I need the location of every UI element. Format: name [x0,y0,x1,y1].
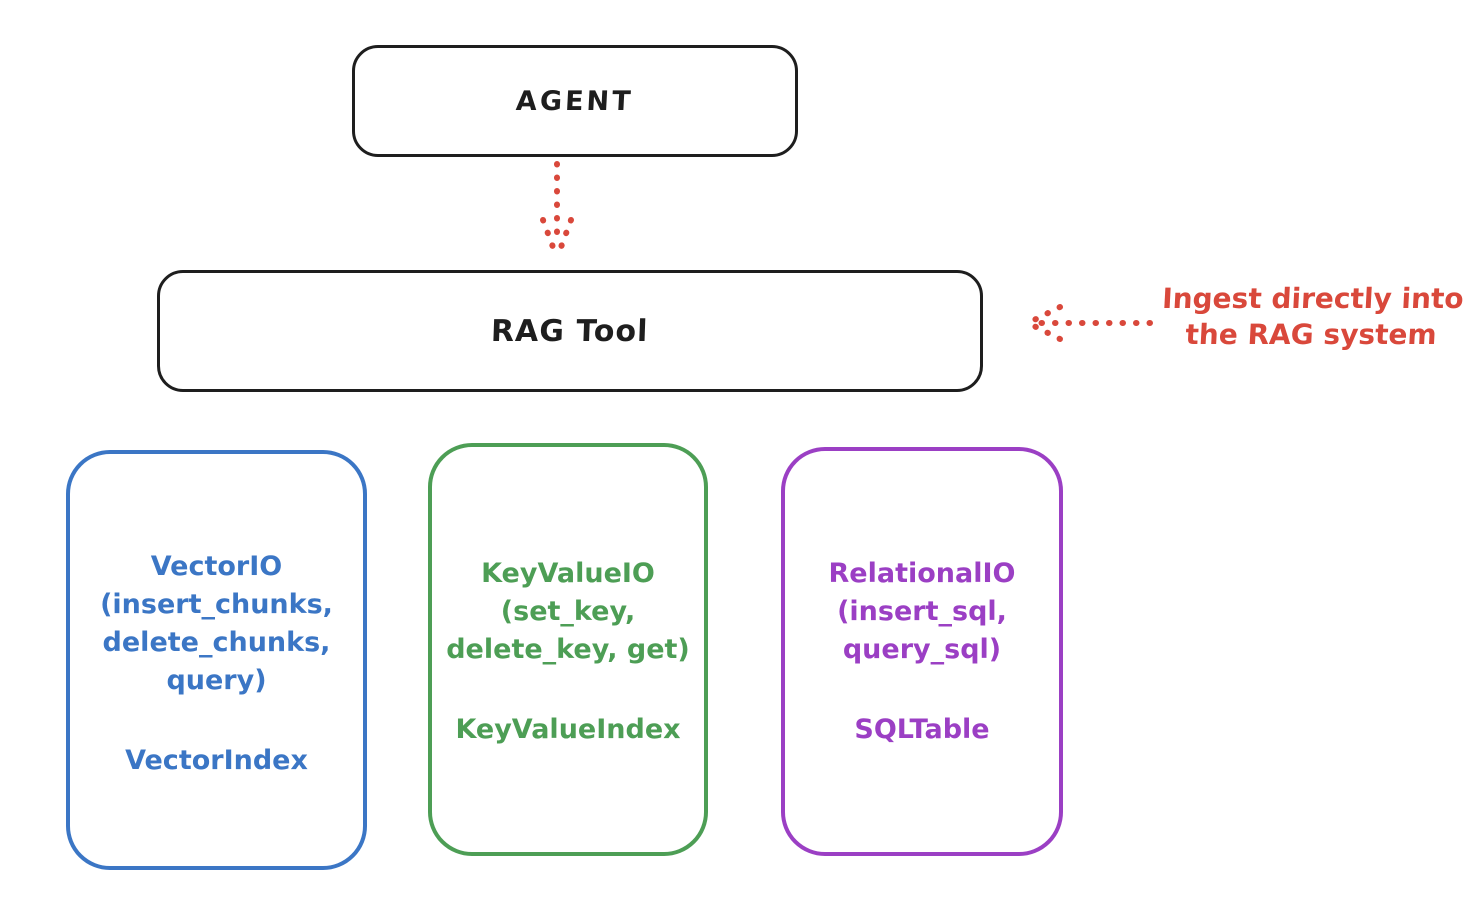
ingest-annotation: Ingest directly into the RAG system [1138,281,1484,353]
key-value-io-line: (set_key, [500,596,636,627]
key-value-io-line: KeyValueIO [481,558,655,589]
arrow-down-icon [540,161,574,261]
relational-io-line: (insert_sql, [837,596,1007,627]
relational-io-line: RelationalIO [828,558,1016,589]
key-value-io-line: delete_key, get) [446,634,690,665]
vector-io-line: VectorIO [150,551,283,582]
sql-table-label: SQLTable [854,714,990,745]
key-value-io-node: KeyValueIO (set_key, delete_key, get) Ke… [428,443,708,856]
relational-io-node: RelationalIO (insert_sql, query_sql) SQL… [781,447,1063,856]
rag-tool-node: RAG Tool [157,270,983,392]
ingest-annotation-line2: the RAG system [1184,318,1438,351]
agent-label: AGENT [515,85,635,117]
key-value-index-label: KeyValueIndex [455,714,681,745]
relational-io-line: query_sql) [842,634,1002,665]
ingest-annotation-line1: Ingest directly into [1161,282,1465,315]
vector-io-line: query) [166,665,267,696]
vector-index-label: VectorIndex [125,745,308,776]
agent-node: AGENT [352,45,798,157]
vector-io-line: (insert_chunks, [100,589,333,620]
rag-tool-label: RAG Tool [490,313,650,349]
vector-io-line: delete_chunks, [102,627,331,658]
arrow-left-icon [1025,304,1153,342]
vector-io-node: VectorIO (insert_chunks, delete_chunks, … [66,450,367,870]
